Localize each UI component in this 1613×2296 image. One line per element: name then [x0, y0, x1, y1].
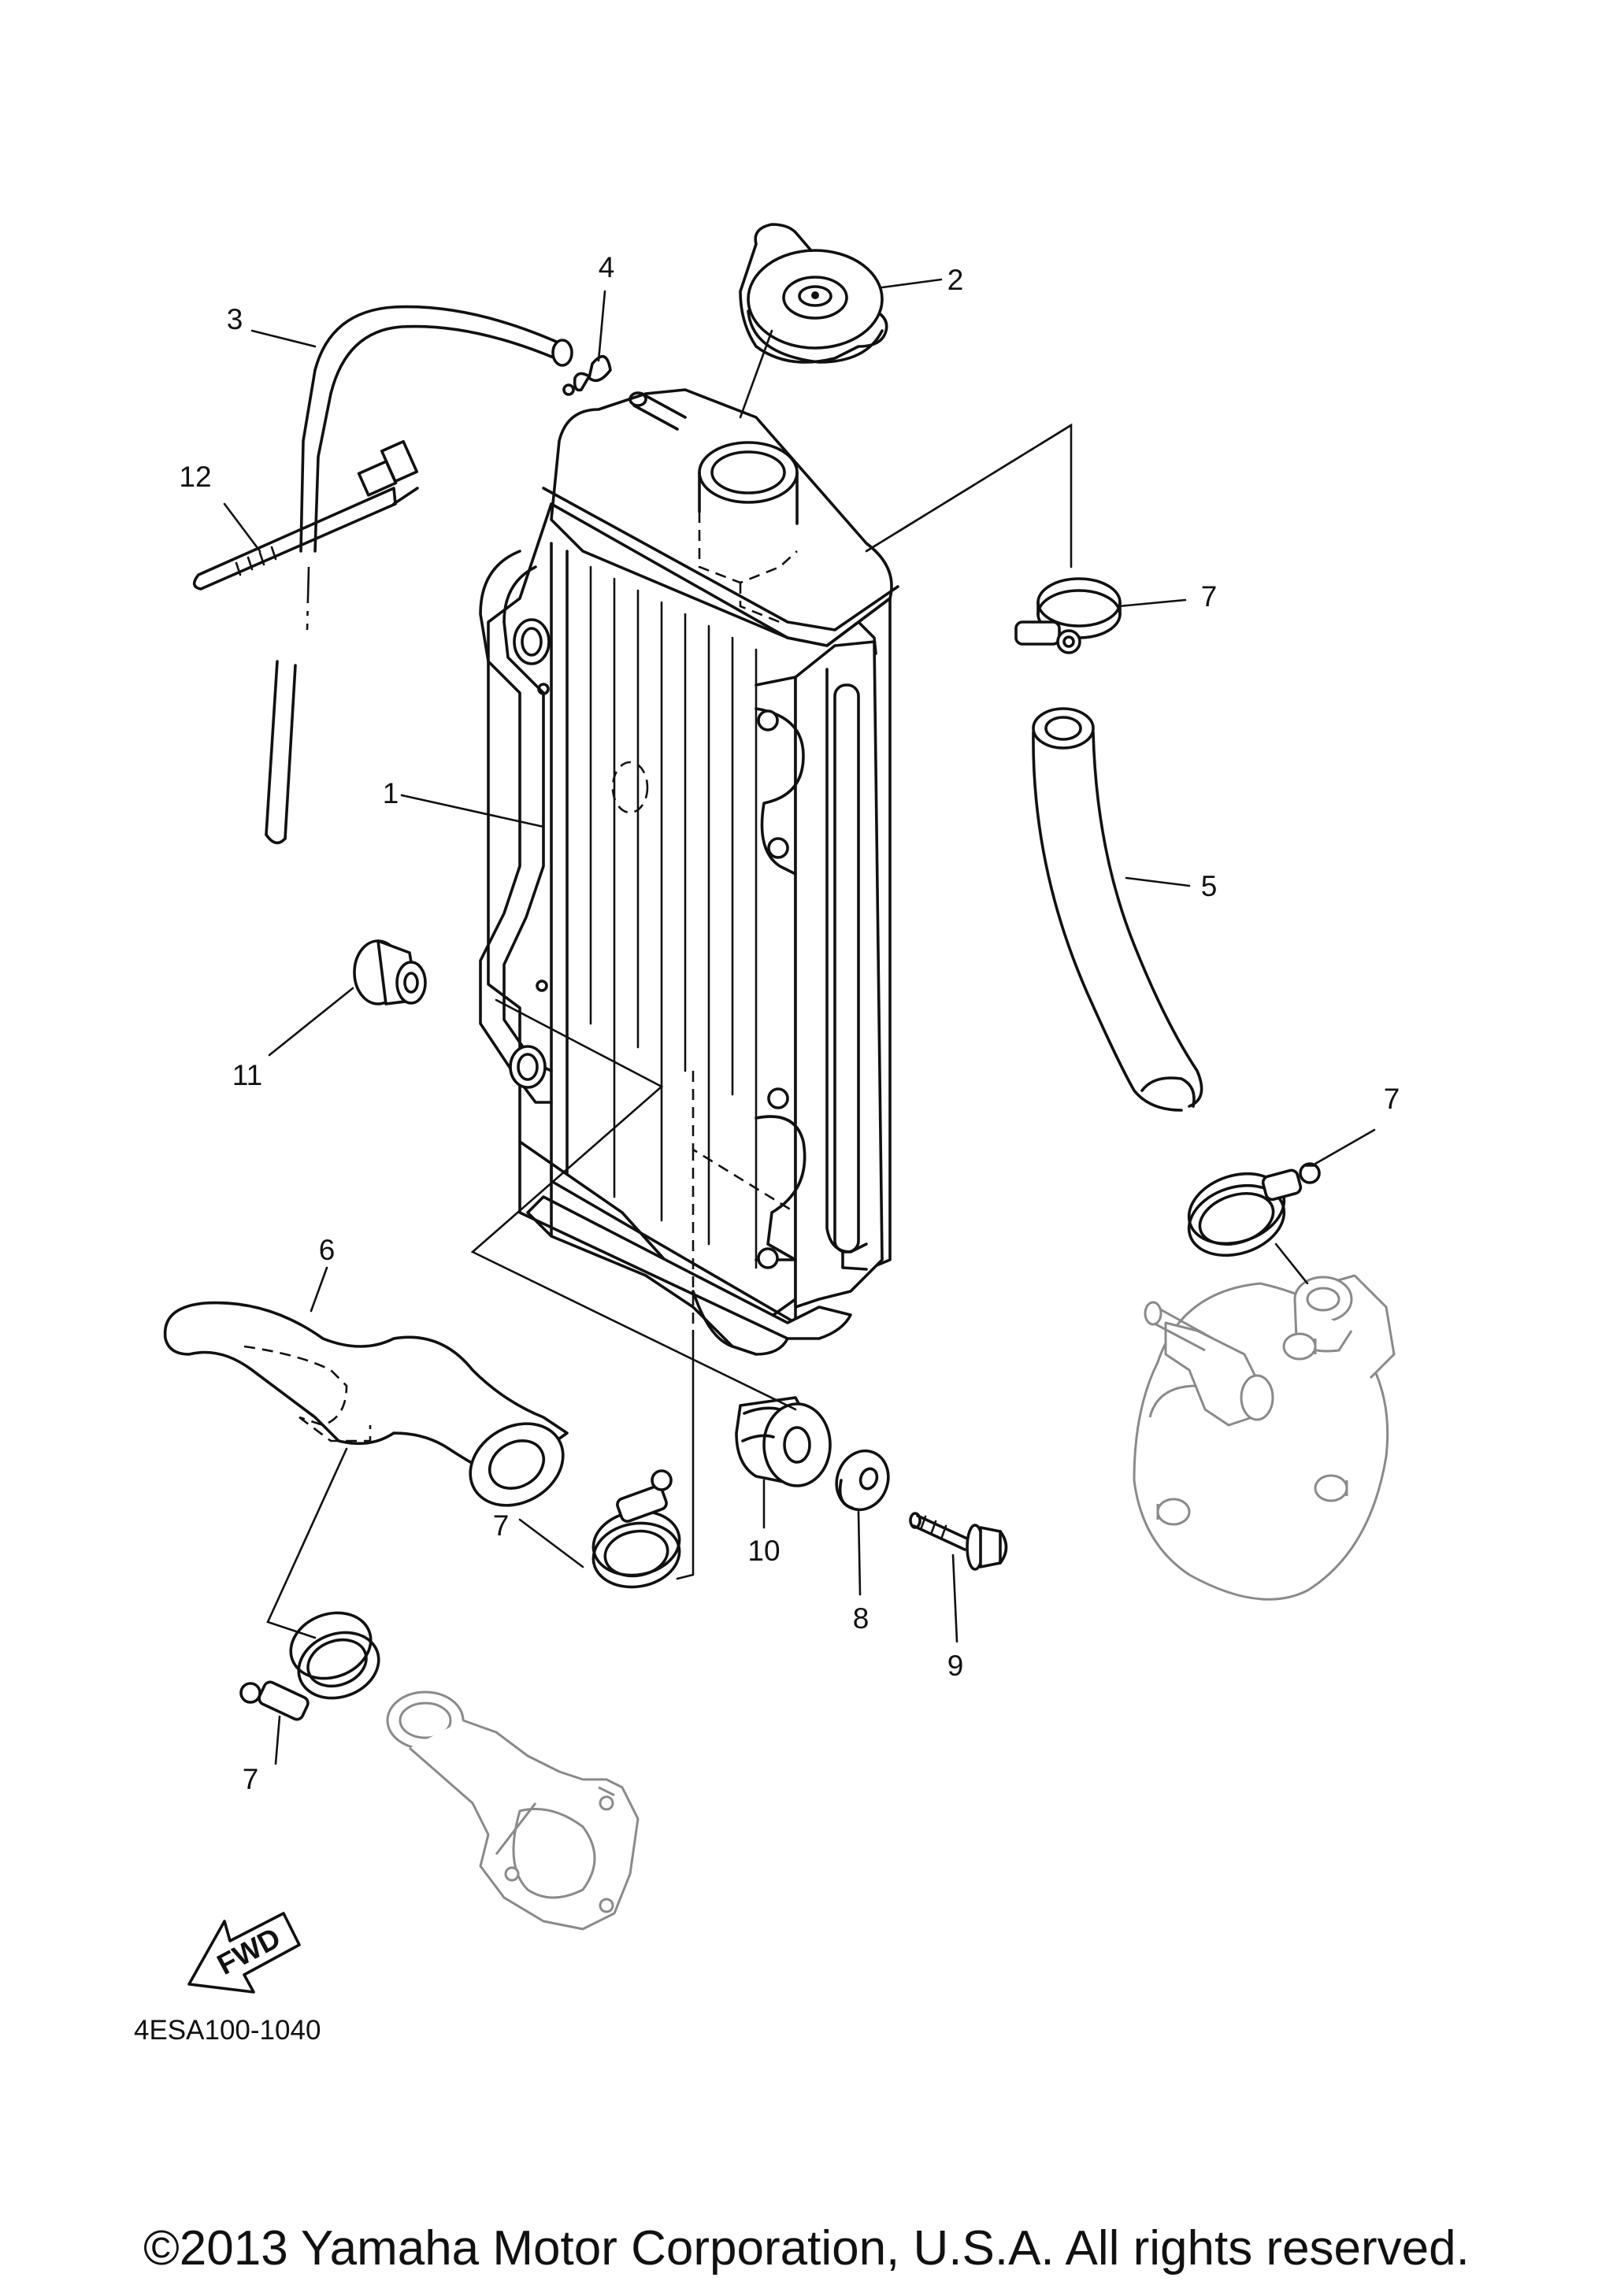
callout-2: 2: [947, 264, 964, 296]
hose-clamp-bottom[interactable]: [239, 1602, 388, 1722]
callout-9: 9: [947, 1650, 964, 1682]
callout-7d: 7: [243, 1763, 259, 1795]
collar[interactable]: [353, 939, 427, 1005]
breather-hose[interactable]: [265, 305, 573, 845]
washer[interactable]: [829, 1443, 896, 1516]
bolt[interactable]: [909, 1512, 1008, 1571]
callout-11: 11: [232, 1059, 262, 1091]
rubber-grommet[interactable]: [735, 1396, 832, 1487]
callout-12: 12: [179, 461, 211, 493]
engine-head-outline: [1133, 1274, 1396, 1601]
callout-numbers: 1 2 3 4 5 6 7 7 7 7 8 9 10 11 12: [179, 251, 1400, 1795]
callout-10: 10: [747, 1535, 780, 1567]
callout-4: 4: [599, 251, 615, 283]
hose-clamp-middle[interactable]: [588, 1469, 684, 1594]
hose-clamp-right[interactable]: [1180, 1162, 1321, 1267]
cable-tie[interactable]: [192, 439, 419, 591]
callout-7a: 7: [1201, 580, 1218, 613]
callout-8: 8: [853, 1602, 870, 1635]
water-pump-cover-outline: [386, 1691, 640, 1931]
radiator-cap[interactable]: [739, 223, 888, 364]
lower-hose[interactable]: [163, 1301, 578, 1522]
assembly-lines: [266, 329, 1309, 1639]
radiator[interactable]: [479, 388, 899, 1356]
hose-clip-small[interactable]: [562, 355, 612, 396]
callout-5: 5: [1201, 870, 1218, 902]
upper-hose[interactable]: [1032, 707, 1203, 1112]
callout-7b: 7: [1384, 1083, 1400, 1115]
callout-1: 1: [383, 777, 399, 809]
callout-3: 3: [227, 303, 243, 335]
reference-code: 4ESA100-1040: [134, 2015, 321, 2046]
hose-clamp-top[interactable]: [1014, 577, 1122, 654]
callout-6: 6: [319, 1234, 336, 1266]
leader-lines: [223, 278, 1376, 1765]
fwd-arrow-icon: FWD: [187, 1912, 301, 1994]
callout-7c: 7: [493, 1509, 510, 1542]
copyright-notice: ©2013 Yamaha Motor Corporation, U.S.A. A…: [143, 2221, 1470, 2276]
